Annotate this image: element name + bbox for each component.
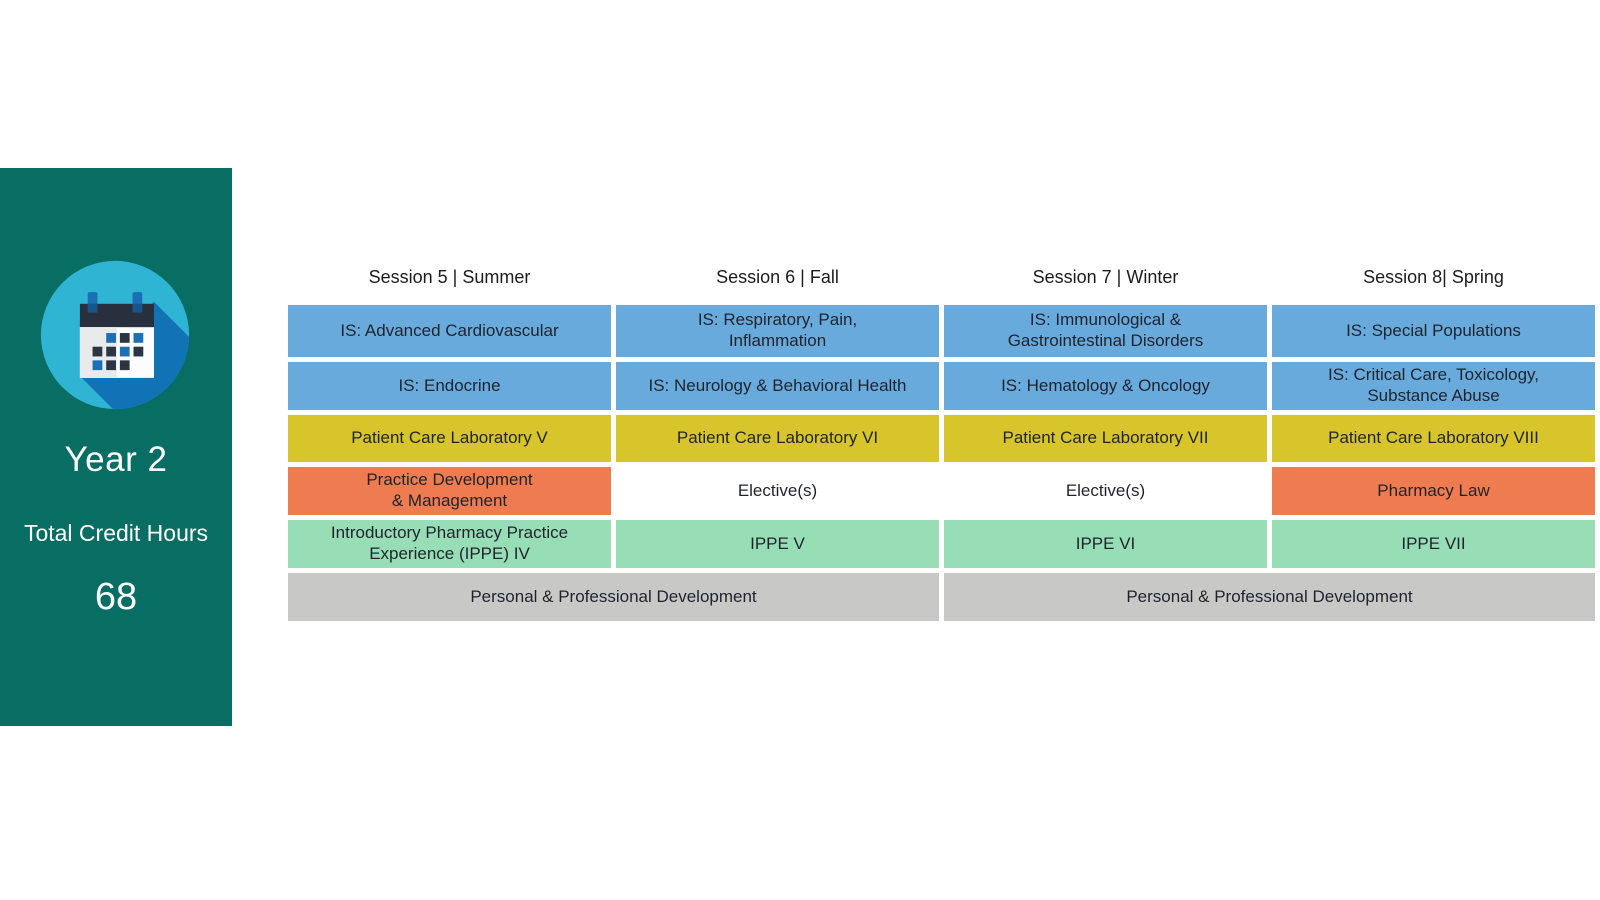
course-cell: IS: Critical Care, Toxicology, Substance… <box>1272 362 1595 410</box>
year-title: Year 2 <box>64 440 168 479</box>
course-cell: Patient Care Laboratory VIII <box>1272 415 1595 462</box>
course-cell: IS: Immunological & Gastrointestinal Dis… <box>944 305 1267 357</box>
course-cell: Personal & Professional Development <box>288 573 939 621</box>
course-cell: IS: Respiratory, Pain, Inflammation <box>616 305 939 357</box>
course-cell: IS: Advanced Cardiovascular <box>288 305 611 357</box>
course-cell: IPPE VI <box>944 520 1267 568</box>
course-cell: Elective(s) <box>944 467 1267 515</box>
credit-hours-value: 68 <box>94 576 138 618</box>
session-header-summer: Session 5 | Summer <box>368 267 531 287</box>
course-cell: IPPE VII <box>1272 520 1595 568</box>
course-cell: Pharmacy Law <box>1272 467 1595 515</box>
course-cell: Introductory Pharmacy Practice Experienc… <box>288 520 611 568</box>
course-cell: IS: Endocrine <box>288 362 611 410</box>
calendar-icon <box>37 257 193 413</box>
year-panel: Year 2 Total Credit Hours 68 <box>0 168 232 726</box>
session-header-spring: Session 8| Spring <box>1363 267 1504 287</box>
calendar-glyph <box>79 292 154 378</box>
calendar-icon-graphic <box>40 260 190 410</box>
course-cell: Patient Care Laboratory V <box>288 415 611 462</box>
course-cell: Elective(s) <box>616 467 939 515</box>
course-cell: IPPE V <box>616 520 939 568</box>
course-cell: Patient Care Laboratory VI <box>616 415 939 462</box>
course-cell: Practice Development & Management <box>288 467 611 515</box>
course-cell: IS: Neurology & Behavioral Health <box>616 362 939 410</box>
course-cell: IS: Special Populations <box>1272 305 1595 357</box>
session-header-fall: Session 6 | Fall <box>716 267 839 287</box>
course-cell: IS: Hematology & Oncology <box>944 362 1267 410</box>
course-cell: Patient Care Laboratory VII <box>944 415 1267 462</box>
session-header-winter: Session 7 | Winter <box>1032 267 1179 287</box>
credit-hours-label: Total Credit Hours <box>23 520 209 546</box>
course-cell: Personal & Professional Development <box>944 573 1595 621</box>
curriculum-table: Session 5 | Summer Session 6 | Fall Sess… <box>288 255 1595 621</box>
